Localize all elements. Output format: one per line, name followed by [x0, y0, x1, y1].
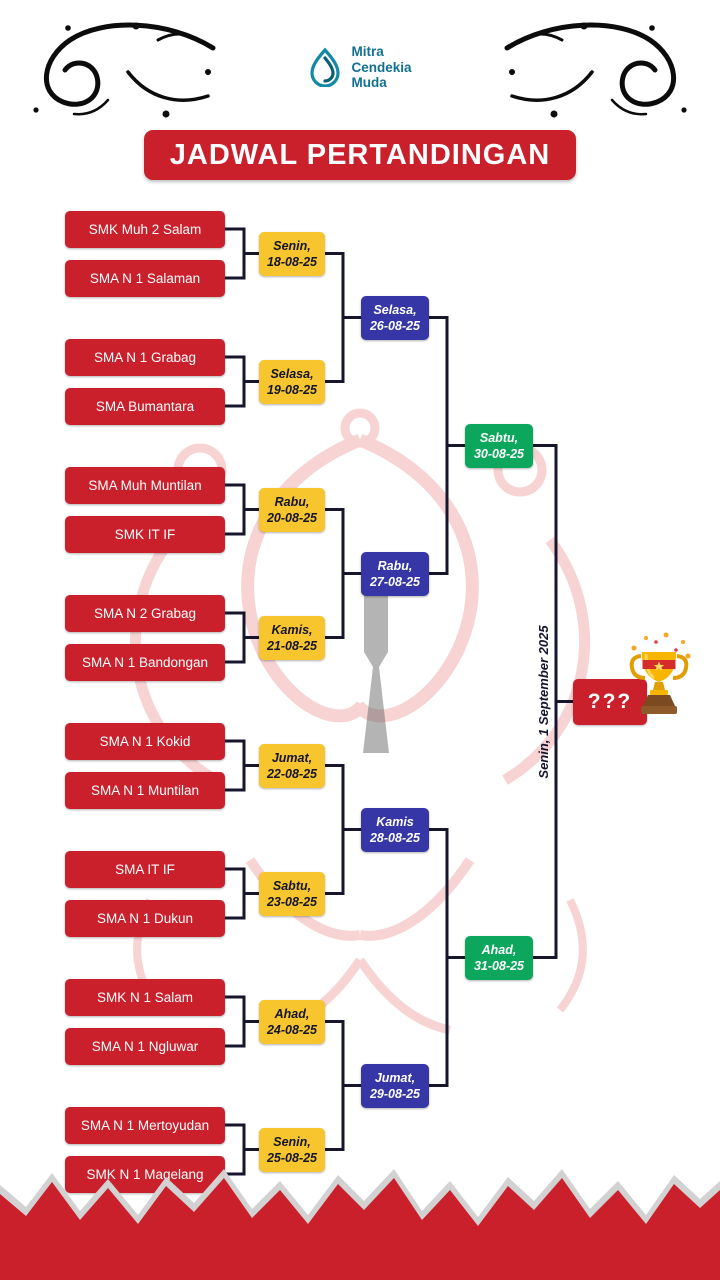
team-box: SMK N 1 Salam — [65, 979, 225, 1016]
team-box: SMA N 2 Grabag — [65, 595, 225, 632]
match-date: 27-08-25 — [369, 575, 421, 589]
match-day: Senin, — [273, 238, 311, 253]
match-day: Ahad, — [274, 1006, 310, 1021]
match-date: 18-08-25 — [266, 255, 318, 269]
team-box: SMK Muh 2 Salam — [65, 211, 225, 248]
match-day: Kamis, — [271, 622, 313, 637]
logo-line-3: Muda — [351, 75, 387, 91]
round2-date-box: Selasa, 26-08-25 — [361, 296, 429, 340]
match-day: Kamis — [376, 814, 414, 829]
trophy-icon — [626, 632, 692, 716]
semifinal-date-box: Ahad, 31-08-25 — [465, 936, 533, 980]
match-date: 25-08-25 — [266, 1151, 318, 1165]
match-date-box: Senin, 18-08-25 — [259, 232, 325, 276]
match-date-box: Senin, 25-08-25 — [259, 1128, 325, 1172]
match-date: 21-08-25 — [266, 639, 318, 653]
logo-line-2: Cendekia — [351, 59, 412, 75]
match-date: 19-08-25 — [266, 383, 318, 397]
match-date: 23-08-25 — [266, 895, 318, 909]
logo-drop-icon — [308, 47, 342, 88]
match-day: Selasa, — [270, 366, 314, 381]
team-box: SMA N 1 Muntilan — [65, 772, 225, 809]
logo-text: Mitra Cendekia Muda — [351, 44, 411, 91]
page-title: JADWAL PERTANDINGAN — [144, 130, 576, 180]
match-date-box: Rabu, 20-08-25 — [259, 488, 325, 532]
match-day: Senin, — [273, 1134, 311, 1149]
team-box: SMA N 1 Mertoyudan — [65, 1107, 225, 1144]
logo-line-1: Mitra — [351, 44, 384, 59]
match-day: Jumat, — [374, 1070, 416, 1085]
team-box: SMA IT IF — [65, 851, 225, 888]
match-date: 29-08-25 — [369, 1087, 421, 1101]
team-box: SMK IT IF — [65, 516, 225, 553]
team-box: SMA N 1 Grabag — [65, 339, 225, 376]
match-date-box: Kamis, 21-08-25 — [259, 616, 325, 660]
round2-date-box: Rabu, 27-08-25 — [361, 552, 429, 596]
team-box: SMA N 1 Salaman — [65, 260, 225, 297]
match-date: 20-08-25 — [266, 511, 318, 525]
match-day: Sabtu, — [272, 878, 312, 893]
match-date: 28-08-25 — [369, 831, 421, 845]
match-date: 30-08-25 — [473, 447, 525, 461]
match-date: 22-08-25 — [266, 767, 318, 781]
match-day: Ahad, — [481, 942, 517, 957]
round2-date-box: Kamis 28-08-25 — [361, 808, 429, 852]
match-date-box: Jumat, 22-08-25 — [259, 744, 325, 788]
team-box: SMA N 1 Bandongan — [65, 644, 225, 681]
final-date-label: Senin, 1 September 2025 — [536, 625, 551, 779]
match-day: Selasa, — [373, 302, 417, 317]
team-box: SMA N 1 Dukun — [65, 900, 225, 937]
match-date: 31-08-25 — [473, 959, 525, 973]
semifinal-date-box: Sabtu, 30-08-25 — [465, 424, 533, 468]
team-box: SMA Bumantara — [65, 388, 225, 425]
match-date-box: Sabtu, 23-08-25 — [259, 872, 325, 916]
round2-date-box: Jumat, 29-08-25 — [361, 1064, 429, 1108]
brand-logo: Mitra Cendekia Muda — [0, 44, 720, 91]
match-date-box: Ahad, 24-08-25 — [259, 1000, 325, 1044]
team-box: SMK N 1 Magelang — [65, 1156, 225, 1193]
match-date-box: Selasa, 19-08-25 — [259, 360, 325, 404]
match-day: Jumat, — [271, 750, 313, 765]
team-box: SMA Muh Muntilan — [65, 467, 225, 504]
match-date: 26-08-25 — [369, 319, 421, 333]
team-box: SMA N 1 Kokid — [65, 723, 225, 760]
match-date: 24-08-25 — [266, 1023, 318, 1037]
match-day: Rabu, — [274, 494, 310, 509]
match-day: Rabu, — [377, 558, 413, 573]
match-day: Sabtu, — [479, 430, 519, 445]
team-box: SMA N 1 Ngluwar — [65, 1028, 225, 1065]
